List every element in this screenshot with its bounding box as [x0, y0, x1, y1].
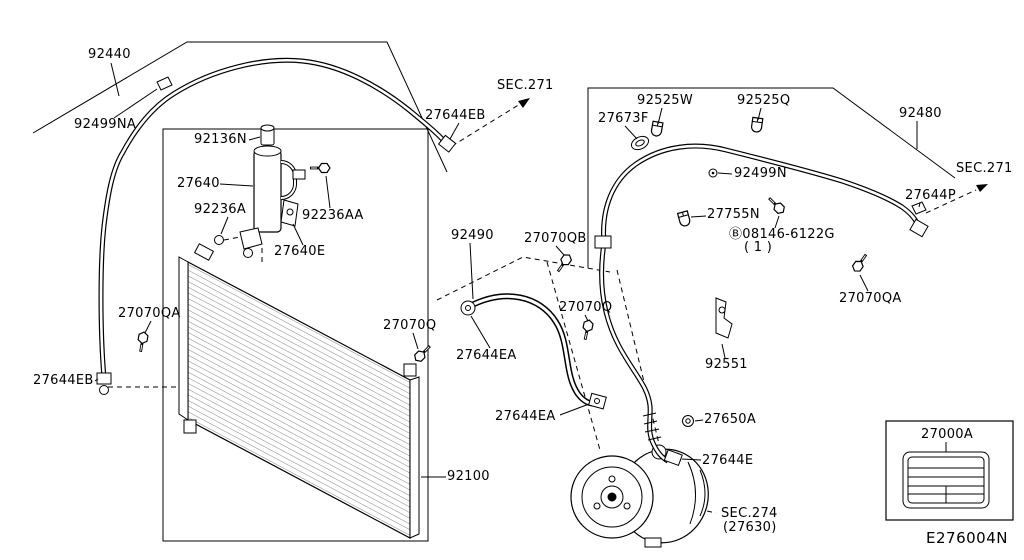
label-27673f: 27673F	[598, 111, 649, 126]
connector-27644p	[911, 201, 927, 215]
label-92551: 92551	[705, 357, 748, 372]
drawing-number: E276004N	[926, 529, 1008, 547]
label-27644ea-lower: 27644EA	[495, 409, 556, 424]
clip-92525q	[750, 116, 764, 134]
nut-27650a	[682, 415, 694, 427]
bracket-92236a	[239, 227, 263, 250]
boundary-lines	[32, 41, 956, 542]
label-bolt-callout-qty: ( 1 )	[744, 240, 773, 255]
label-92525q: 92525Q	[737, 93, 791, 108]
label-27000a: 27000A	[921, 427, 974, 442]
label-92490: 92490	[451, 228, 494, 243]
fitting-27644e	[663, 449, 683, 467]
label-92236a: 92236A	[194, 202, 247, 217]
sec271-right-arrow	[976, 184, 988, 192]
label-92100: 92100	[447, 469, 490, 484]
label-92440: 92440	[88, 47, 131, 62]
label-27650a: 27650A	[704, 412, 757, 427]
label-92499n: 92499N	[734, 166, 787, 181]
bolt-08146-icon	[764, 193, 788, 217]
label-92499na: 92499NA	[74, 117, 137, 132]
label-plate-27000A	[885, 420, 1014, 521]
pipe-end-fitting-27644eb	[96, 372, 112, 385]
condenser-left-tank	[178, 256, 189, 421]
label-bolt-callout: Ⓑ08146-6122G	[729, 227, 835, 242]
leader-lines	[94, 62, 947, 478]
bolt-92236aa-icon	[308, 162, 332, 174]
clip-92525w	[650, 120, 664, 138]
condenser-tab-bottom-left	[183, 419, 197, 434]
label-27070q-mid: 27070Q	[559, 300, 613, 315]
label-27644eb-top: 27644EB	[425, 108, 486, 123]
pipe-end-fitting-top	[437, 134, 457, 153]
pipe-92480	[594, 143, 929, 467]
compressor-27630	[570, 444, 709, 548]
bracket-92551	[715, 297, 733, 339]
label-27644p: 27644P	[905, 188, 956, 203]
label-27640: 27640	[177, 176, 220, 191]
label-92236aa: 92236AA	[302, 208, 364, 223]
bolt-27070qa-left-icon	[134, 329, 150, 354]
condenser-tab-top	[193, 243, 215, 261]
grommet-27673f	[630, 135, 650, 151]
clip-92499na	[156, 76, 173, 91]
sec-arrows	[518, 98, 988, 192]
flange-27644ea-upper	[460, 300, 476, 316]
condenser-92100	[178, 243, 420, 539]
label-27070qa-left: 27070QA	[118, 306, 181, 321]
receiver-drier-27640	[214, 124, 306, 258]
label-92525w: 92525W	[637, 93, 694, 108]
label-sec271-right: SEC.271	[956, 161, 1013, 176]
label-sec274-sub: (27630)	[723, 520, 777, 535]
label-27070qb: 27070QB	[524, 231, 587, 246]
compressor-mount	[644, 537, 662, 548]
hose-92490	[460, 293, 607, 410]
label-92136n: 92136N	[194, 132, 247, 147]
pipe-end-fitting-right	[909, 218, 929, 238]
pipe-clips	[630, 116, 764, 339]
label-sec271-top: SEC.271	[497, 78, 554, 93]
sec271-top-arrow	[518, 98, 530, 108]
label-27644eb-left: 27644EB	[33, 373, 94, 388]
label-27755n: 27755N	[707, 207, 760, 222]
label-27640e: 27640E	[274, 244, 326, 259]
label-27070qa-right: 27070QA	[839, 291, 902, 306]
bolt-27070q-mid-icon	[579, 317, 596, 343]
label-92480: 92480	[899, 106, 942, 121]
condenser-right-tank	[409, 376, 420, 539]
label-27070q-left: 27070Q	[383, 318, 437, 333]
label-sec274: SEC.274	[721, 506, 778, 521]
bolt-27070qa-right-icon	[849, 250, 872, 275]
pipe-92440	[96, 57, 457, 395]
condenser-tab-right	[403, 363, 417, 377]
label-27644e: 27644E	[702, 453, 754, 468]
pipe-junction-fitting	[594, 235, 612, 249]
label-27644ea-upper: 27644EA	[456, 348, 517, 363]
bolt-27070q-left-icon	[411, 341, 435, 365]
clip-27755n	[677, 210, 692, 228]
fitting-27644ea-lower	[588, 392, 607, 410]
